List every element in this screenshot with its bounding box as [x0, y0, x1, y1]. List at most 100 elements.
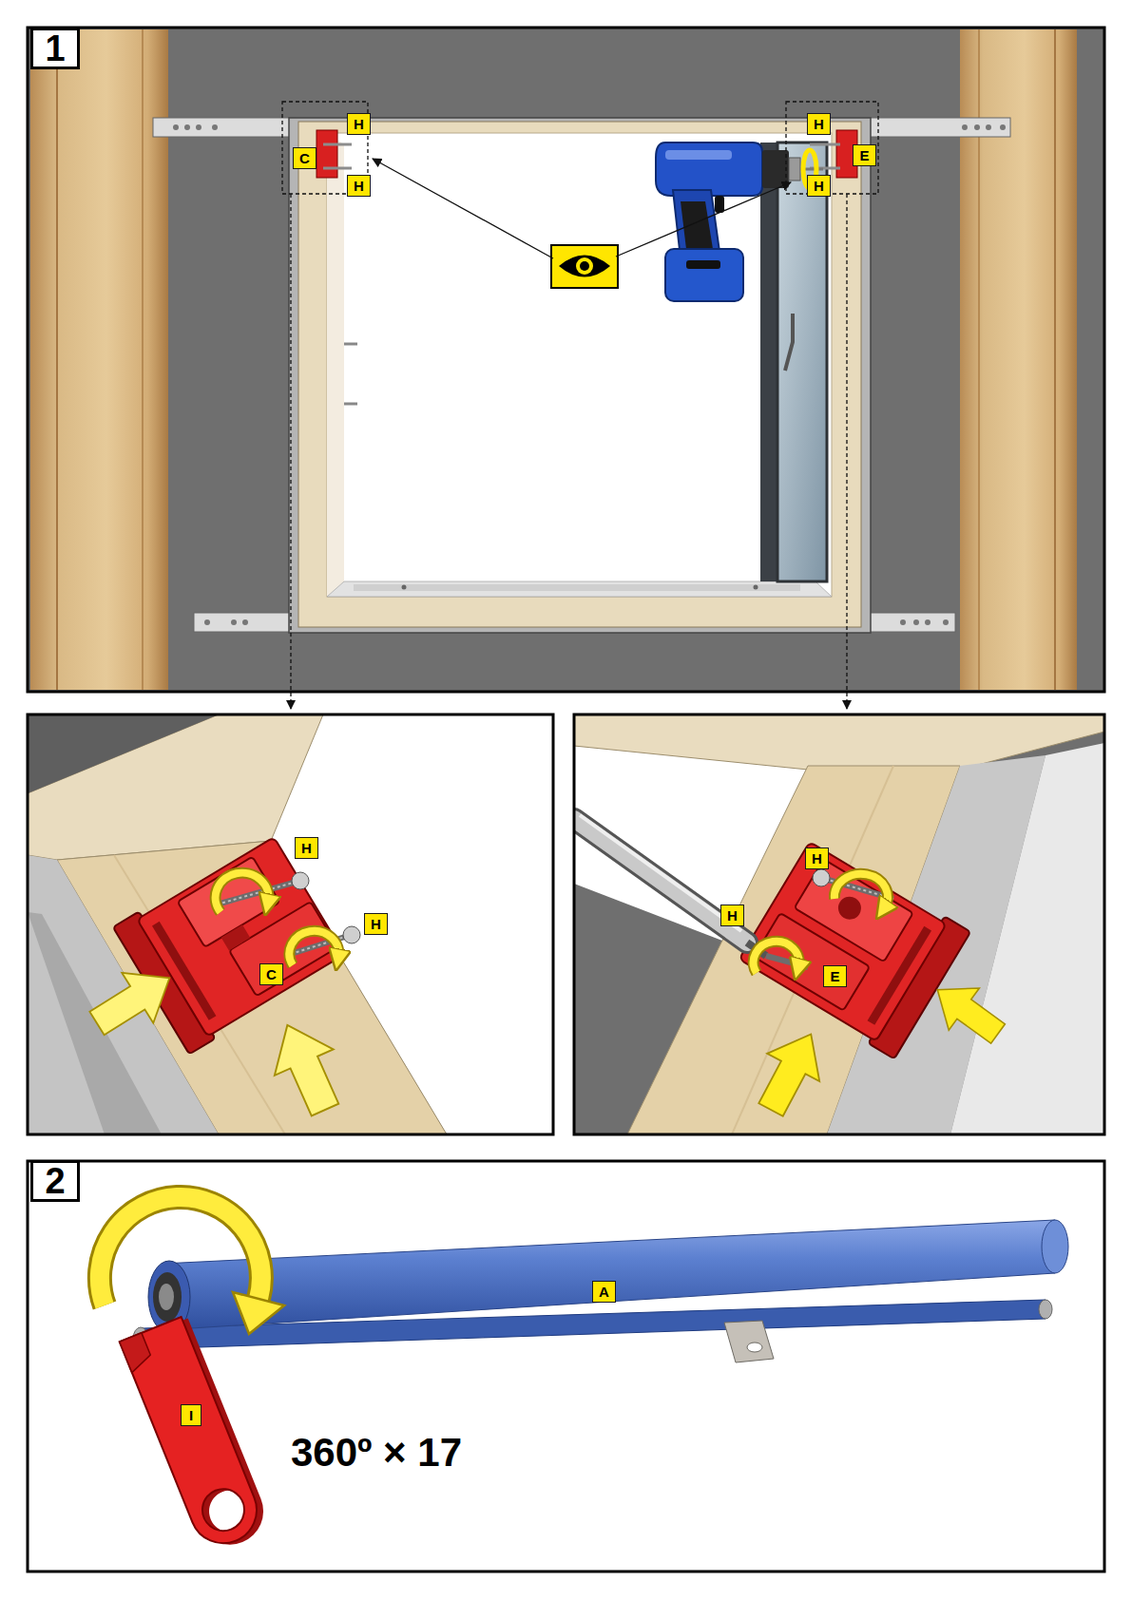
detail-right-part-part — [744, 1020, 837, 1125]
detail-left-part — [113, 832, 348, 1056]
wall-scene-part — [211, 124, 218, 131]
wall-scene-part — [56, 29, 58, 691]
roller-blind-part — [161, 1220, 1056, 1331]
part-tag: A — [592, 1281, 616, 1304]
eye-symbol-part — [551, 245, 618, 288]
step-number-text: 1 — [44, 30, 65, 67]
detail-callouts — [282, 101, 879, 710]
eye-symbol-part — [575, 257, 594, 275]
wall-scene-part — [204, 619, 211, 626]
detail-right-part — [834, 874, 888, 909]
winding-key-part — [119, 1317, 268, 1555]
part-letter: A — [598, 1284, 610, 1301]
part-letter: H — [727, 907, 738, 924]
detail-right-part — [744, 1020, 837, 1125]
wall-scene-part — [298, 121, 862, 628]
detail-left-part-part — [80, 953, 185, 1050]
wall-scene-part — [344, 343, 358, 346]
wall-scene-part — [316, 130, 338, 178]
roller-blind — [27, 1161, 1105, 1573]
rotation-arrow-part — [99, 1197, 262, 1306]
part-letter: H — [370, 916, 382, 933]
detail-right-part — [950, 743, 1105, 1135]
wall-scene-part — [30, 29, 169, 691]
detail-left-part-part — [221, 924, 251, 951]
part-letter: H — [811, 850, 823, 867]
wall-scene-part — [326, 133, 832, 597]
step-number-text: 2 — [44, 1163, 65, 1200]
roller-blind-part — [153, 1272, 182, 1323]
wall-scene-part — [900, 619, 906, 626]
part-letter: E — [829, 968, 840, 985]
rotation-arrow-part — [99, 1197, 262, 1306]
roller-blind-part — [1041, 1220, 1069, 1274]
roller-blind-part — [27, 1161, 1105, 1573]
wall-scene-part — [141, 29, 144, 691]
wall-scene-part — [777, 142, 827, 582]
winding-key — [119, 1315, 274, 1558]
part-letter: H — [813, 115, 825, 133]
panel-frame — [27, 27, 1105, 692]
detail-left-part-part — [136, 837, 345, 1037]
wall-scene-part — [985, 124, 992, 131]
wall-scene-part — [153, 117, 296, 137]
wall-scene-part — [924, 619, 931, 626]
part-tag: E — [852, 144, 877, 167]
drill — [655, 142, 824, 302]
wall-scene — [27, 27, 1105, 692]
detail-right-part — [753, 941, 800, 974]
eye-symbol-part — [579, 261, 590, 271]
detail-left-part — [288, 931, 339, 966]
detail-left-part — [215, 873, 269, 913]
panel-frame — [27, 1161, 1105, 1573]
wall-scene-part — [172, 124, 179, 131]
wall-scene-part — [913, 619, 920, 626]
detail-left-part-part — [229, 901, 339, 998]
step-number: 2 — [30, 1160, 80, 1203]
wall-scene-part — [959, 29, 1077, 691]
detail-callouts-part — [845, 193, 847, 710]
detail-right-part-part — [753, 913, 870, 1012]
wall-scene-part — [1054, 29, 1056, 691]
part-letter: C — [266, 966, 277, 983]
detail-right-part — [574, 819, 748, 943]
panel-frame — [574, 714, 1105, 1135]
roller-blind-part — [747, 1343, 763, 1353]
detail-left-part — [27, 714, 219, 794]
part-letter: H — [813, 177, 825, 194]
detail-left-part — [291, 872, 309, 890]
drill-part — [788, 157, 801, 181]
wall-scene-part — [809, 143, 841, 147]
detail-left — [27, 714, 554, 1135]
part-tag: H — [806, 113, 831, 135]
wall-scene-part — [344, 402, 358, 406]
rotation-arrow-part — [232, 1292, 285, 1335]
drill-part — [680, 201, 713, 250]
wall-scene-part — [326, 581, 832, 597]
detail-right-part — [812, 869, 830, 887]
detail-callouts-part — [289, 193, 291, 710]
roller-blind-part — [724, 1321, 774, 1363]
part-tag: H — [346, 113, 371, 135]
wall-scene-part — [323, 167, 352, 171]
detail-left-part — [288, 931, 339, 966]
detail-left-part — [343, 926, 361, 944]
eye-symbol-part — [558, 255, 611, 278]
part-tag: C — [259, 963, 284, 986]
detail-right-part — [574, 714, 1105, 1135]
wall-scene-part — [195, 124, 202, 131]
leader-lines — [372, 158, 791, 259]
wall-scene-part — [242, 619, 249, 626]
detail-left-part — [27, 714, 554, 1135]
detail-right-part — [753, 941, 800, 974]
detail-left-part — [216, 882, 297, 905]
drill-part — [762, 150, 789, 189]
wall-scene-part — [760, 142, 778, 582]
detail-left-part-part — [257, 1012, 354, 1124]
eye-symbol — [551, 245, 618, 288]
part-tag: H — [346, 174, 371, 197]
